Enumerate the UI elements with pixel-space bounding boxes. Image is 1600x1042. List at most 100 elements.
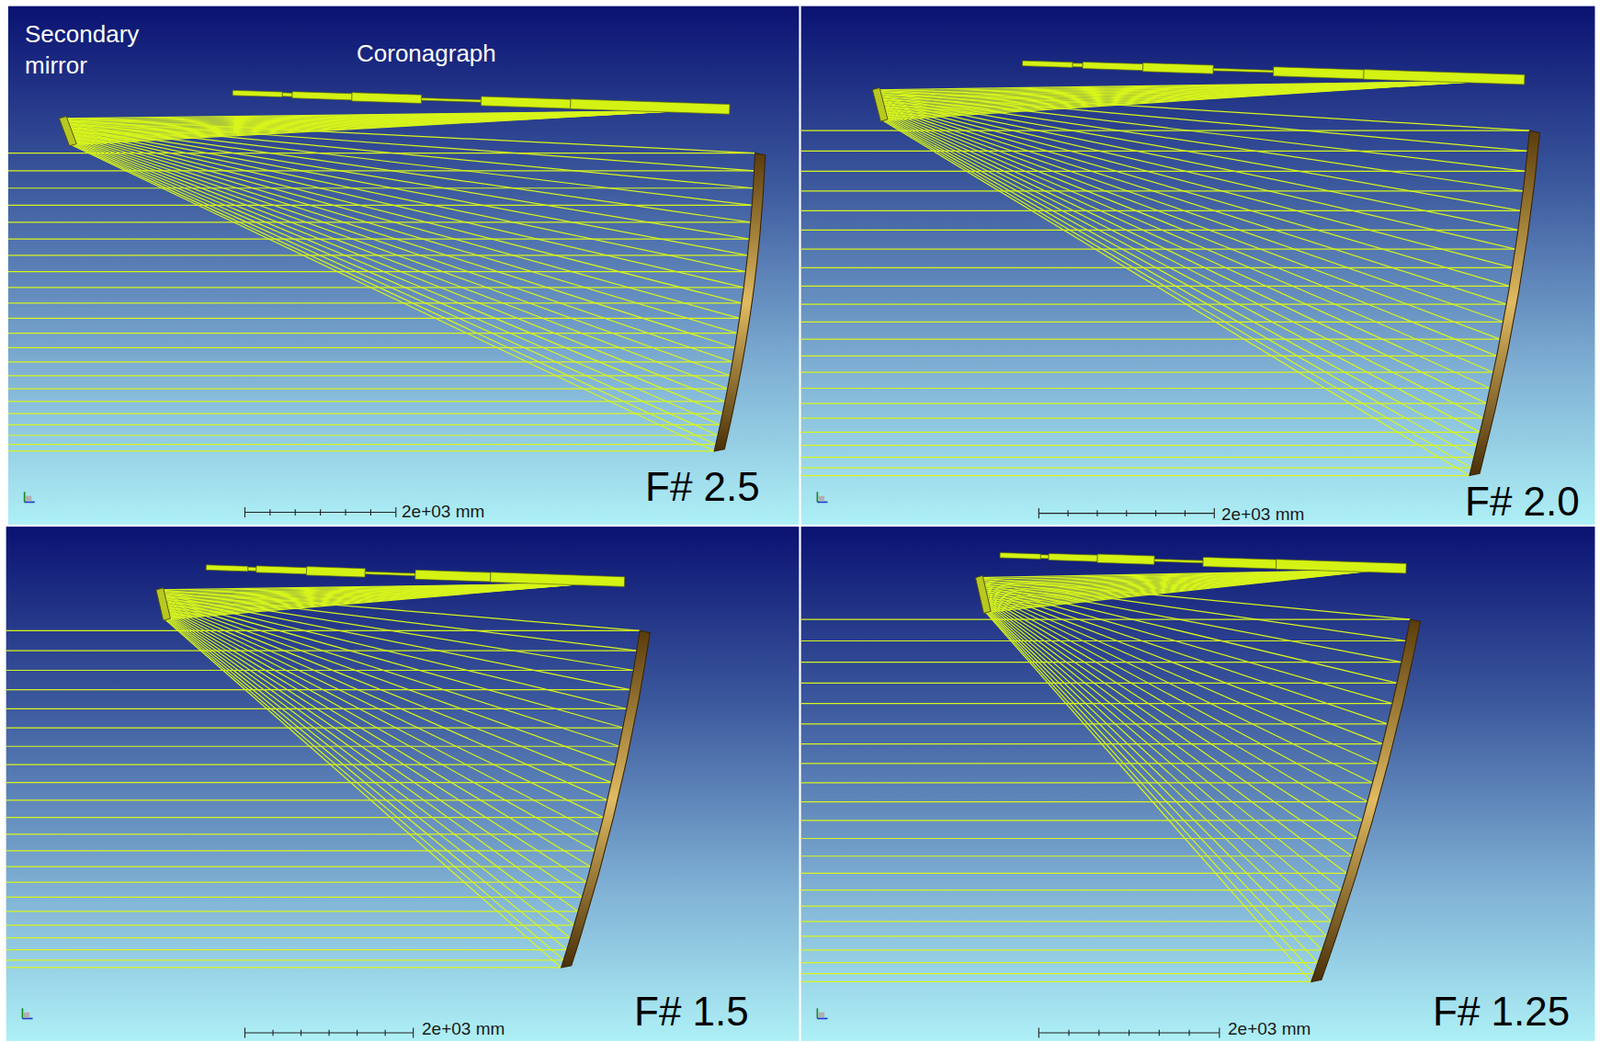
scale-tick: [1128, 1030, 1130, 1037]
incoming-ray: [801, 150, 1529, 152]
scale-tick: [244, 507, 246, 518]
reflected-ray: [69, 139, 724, 414]
axis-icon: [817, 1008, 819, 1019]
axis-icon: [817, 1018, 828, 1021]
incoming-ray: [801, 456, 1475, 458]
coronagraph-segment: [1143, 62, 1215, 74]
reflected-ray: [68, 136, 730, 376]
reflected-ray: [980, 589, 1378, 764]
incoming-ray: [6, 924, 575, 926]
incoming-ray: [801, 819, 1363, 821]
coronagraph-segment: [1072, 63, 1083, 68]
incoming-ray: [8, 388, 728, 390]
incoming-ray: [801, 444, 1478, 446]
scale-tick: [295, 509, 296, 516]
reflected-ray: [68, 136, 728, 389]
coronagraph-segment: [1082, 61, 1144, 70]
axis-icon: [817, 496, 825, 502]
scale-tick: [370, 509, 372, 516]
reflected-ray: [986, 612, 1312, 982]
reflected-ray: [162, 609, 587, 883]
incoming-ray: [801, 682, 1397, 684]
incoming-ray: [6, 866, 591, 868]
incoming-ray: [8, 286, 744, 288]
ray-bundle: [801, 79, 1531, 477]
reflected-ray: [981, 595, 1357, 839]
reflected-ray: [980, 590, 1374, 783]
incoming-ray: [6, 669, 635, 671]
reflected-ray: [982, 597, 1352, 857]
incoming-ray: [801, 431, 1481, 433]
coronagraph-segment: [1275, 559, 1407, 574]
ray-bundle: [8, 108, 756, 452]
reflected-ray: [878, 104, 1504, 323]
scale-label: 2e+03 mm: [1221, 504, 1305, 525]
axis-icon: [817, 1012, 825, 1019]
incoming-ray: [801, 743, 1384, 745]
reflected-ray: [69, 141, 720, 426]
coronagraph-segment: [205, 565, 249, 572]
reflected-ray: [162, 608, 591, 867]
f-number-label: F# 2.5: [645, 465, 761, 510]
incoming-ray: [6, 850, 596, 852]
coronagraph-segment: [1154, 558, 1203, 563]
scale-tick: [300, 1030, 302, 1037]
panel-background: [801, 526, 1596, 1042]
secondary-mirror: [975, 575, 991, 613]
reflected-ray: [881, 115, 1477, 445]
incoming-ray: [6, 689, 631, 691]
incoming-ray: [8, 302, 742, 304]
reflected-ray: [880, 112, 1487, 405]
reflected-ray: [160, 600, 616, 765]
incoming-ray: [8, 400, 726, 402]
reflected-ray: [879, 107, 1498, 357]
coronagraph-segment: [1273, 67, 1365, 80]
reflected-ray: [984, 607, 1322, 951]
incoming-ray: [801, 170, 1526, 172]
reflected-ray: [985, 609, 1318, 964]
incoming-ray: [6, 833, 600, 835]
incoming-ray: [801, 703, 1393, 704]
incoming-ray: [801, 889, 1342, 891]
reflected-ray: [163, 612, 579, 912]
ray-bundle: [6, 580, 641, 968]
reflected-ray: [882, 118, 1472, 468]
incoming-ray: [801, 248, 1516, 250]
incoming-ray: [801, 762, 1378, 764]
panel-background: [8, 6, 800, 525]
reflected-ray: [983, 601, 1342, 891]
incoming-ray: [8, 434, 718, 436]
scale-tick: [329, 1030, 330, 1037]
incoming-ray: [8, 347, 736, 349]
primary-mirror: [561, 630, 651, 968]
reflected-ray: [984, 605, 1328, 937]
scale-tick: [1214, 508, 1215, 519]
scale-tick: [356, 1030, 358, 1037]
axis-icon: [24, 501, 35, 504]
coronagraph-segment: [351, 92, 422, 104]
reflected-ray: [66, 131, 740, 319]
axis-icon: [23, 1012, 31, 1019]
reflected-ray: [163, 613, 574, 926]
reflected-ray: [879, 110, 1490, 389]
incoming-ray: [801, 838, 1358, 840]
scale-tick: [1218, 1027, 1220, 1038]
reflected-ray: [66, 132, 738, 334]
incoming-ray: [801, 418, 1484, 420]
coronagraph-segment: [1097, 554, 1155, 565]
reflected-ray: [877, 100, 1513, 269]
incoming-ray: [8, 332, 738, 334]
panel-background: [801, 6, 1596, 525]
reflected-ray: [70, 143, 716, 444]
scale-tick: [1038, 1027, 1040, 1038]
incoming-ray: [801, 973, 1315, 975]
incoming-ray: [801, 619, 1411, 621]
incoming-ray: [6, 966, 562, 968]
reflected-ray: [879, 108, 1494, 373]
coronagraph-segment: [1040, 555, 1049, 559]
scale-label: 2e+03 mm: [1227, 1019, 1311, 1040]
axis-icon: [23, 491, 26, 502]
incoming-ray: [6, 896, 583, 898]
incoming-ray: [8, 187, 754, 189]
